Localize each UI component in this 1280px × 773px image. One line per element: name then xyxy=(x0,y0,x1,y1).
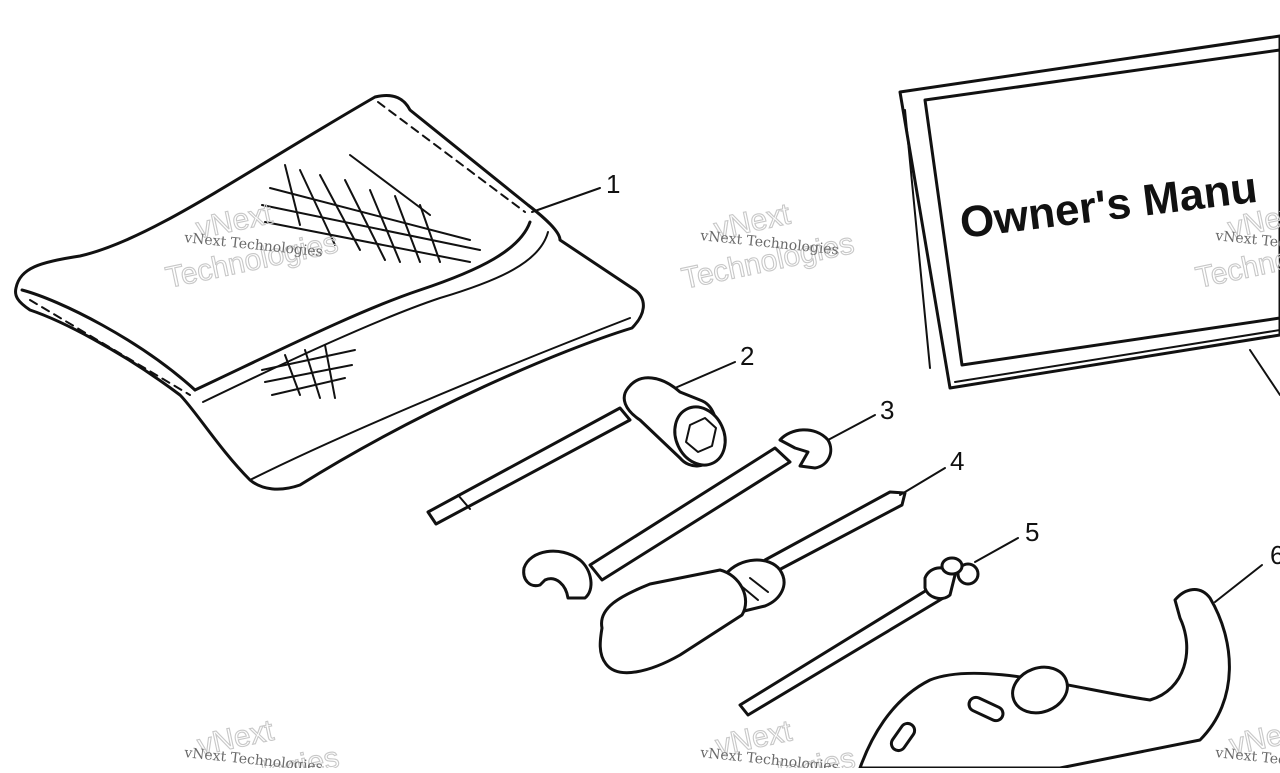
callout-4: 4 xyxy=(950,446,964,476)
callout-2: 2 xyxy=(740,341,754,371)
screwdriver xyxy=(598,490,907,675)
callout-1: 1 xyxy=(606,169,620,199)
tool-pouch xyxy=(14,94,645,491)
callout-leaders xyxy=(531,187,1263,603)
socket-bit-tool xyxy=(738,556,980,717)
owners-manual: Owner's Manu xyxy=(898,34,1280,396)
callout-3: 3 xyxy=(880,395,894,425)
spark-plug-socket-wrench xyxy=(426,376,727,526)
open-end-wrench xyxy=(522,428,833,600)
callout-5: 5 xyxy=(1025,517,1039,547)
spanner-wrench xyxy=(858,588,1231,770)
callout-6: 6 xyxy=(1270,540,1280,570)
